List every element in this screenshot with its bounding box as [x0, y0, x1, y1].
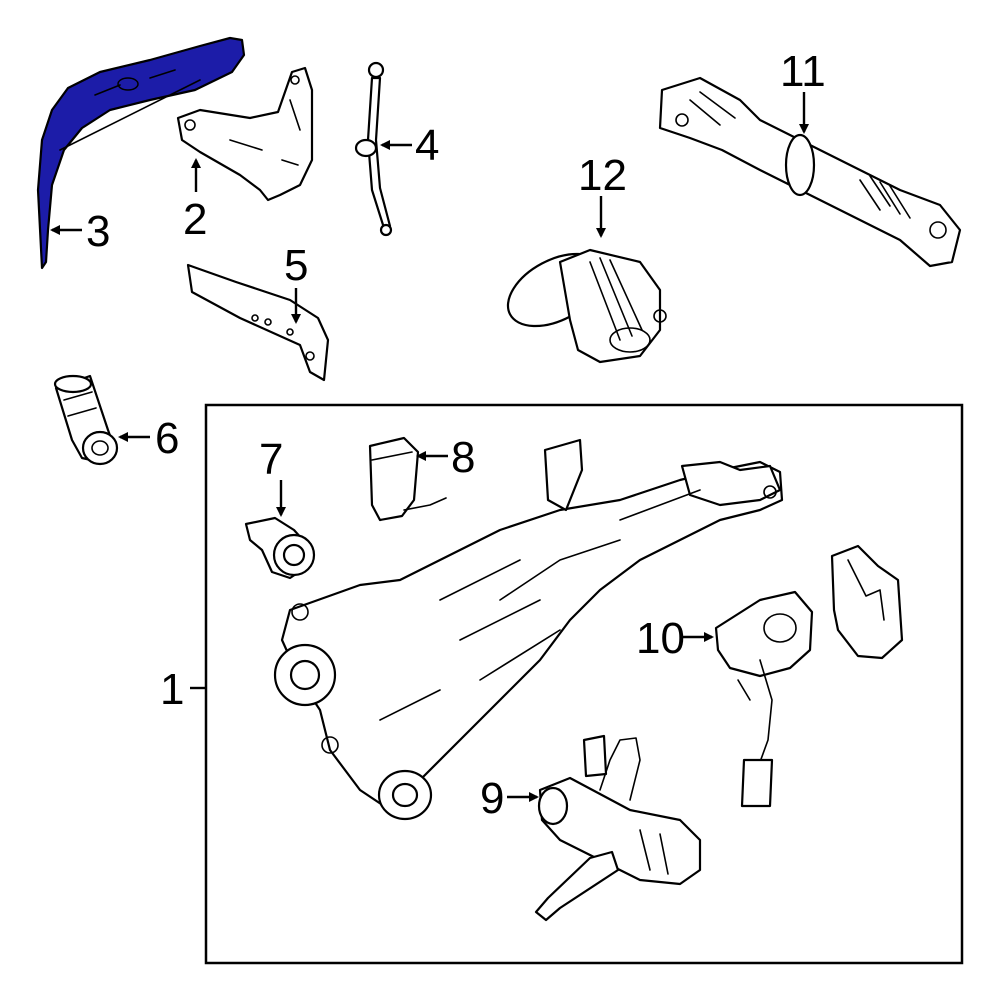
part-3-trim-panel[interactable] [36, 36, 246, 270]
callout-4: 4 [380, 121, 439, 170]
part-6-bushing[interactable] [53, 374, 119, 466]
part-10-switch[interactable] [714, 590, 814, 808]
callout-9: 9 [480, 774, 539, 823]
svg-text:11: 11 [780, 47, 826, 96]
svg-text:5: 5 [284, 241, 308, 290]
svg-text:1: 1 [160, 665, 184, 714]
part-1-steering-column[interactable] [273, 438, 784, 821]
column-clip[interactable] [830, 544, 904, 660]
svg-text:9: 9 [480, 774, 504, 823]
svg-text:6: 6 [155, 414, 179, 463]
part-9-actuator[interactable] [534, 734, 702, 922]
svg-text:8: 8 [451, 433, 475, 482]
callout-7: 7 [259, 435, 286, 517]
svg-text:12: 12 [578, 151, 627, 200]
svg-text:10: 10 [636, 614, 685, 663]
svg-text:2: 2 [183, 195, 207, 244]
svg-text:4: 4 [415, 121, 439, 170]
callout-1: 1 [160, 665, 206, 714]
callout-5: 5 [284, 241, 308, 324]
part-5-plate[interactable] [186, 263, 330, 382]
callout-11: 11 [780, 47, 826, 134]
callout-3: 3 [50, 207, 110, 256]
part-8-sensor[interactable] [368, 436, 447, 522]
svg-text:3: 3 [86, 207, 110, 256]
svg-text:7: 7 [259, 435, 283, 484]
part-11-shaft[interactable] [658, 76, 962, 268]
callout-8: 8 [416, 433, 475, 482]
part-4-strap[interactable] [354, 61, 393, 237]
callout-10: 10 [636, 614, 714, 663]
callout-6: 6 [118, 414, 179, 463]
callout-2: 2 [183, 158, 207, 244]
callout-12: 12 [578, 151, 627, 238]
part-7-ring[interactable] [244, 516, 316, 580]
part-2-bracket[interactable] [176, 66, 314, 202]
part-12-boot[interactable] [496, 239, 667, 364]
assembly-box [204, 403, 964, 965]
